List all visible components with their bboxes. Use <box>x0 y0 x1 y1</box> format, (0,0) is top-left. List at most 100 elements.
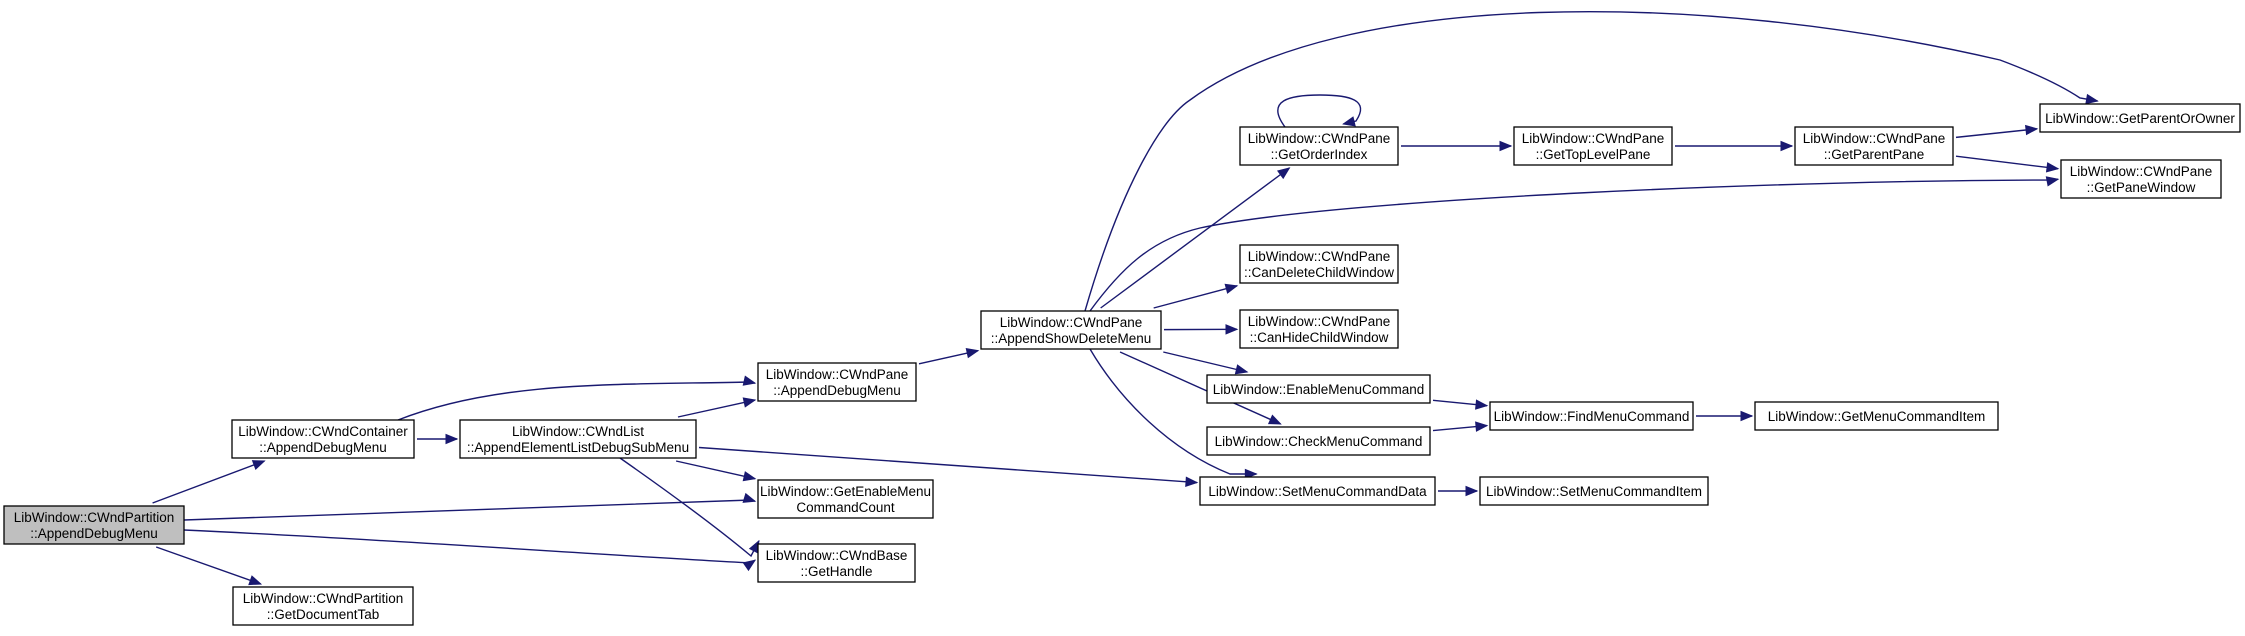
node-candelete[interactable]: LibWindow::CWndPane::CanDeleteChildWindo… <box>1239 244 1399 284</box>
node-label: ::AppendDebugMenu <box>30 526 158 541</box>
node-getparentowner[interactable]: LibWindow::GetParentOrOwner <box>2039 103 2241 133</box>
edge-root-to-getenable <box>183 492 757 521</box>
node-getparentpane[interactable]: LibWindow::CWndPane::GetParentPane <box>1794 126 1954 166</box>
node-label: ::CanHideChildWindow <box>1250 330 1389 345</box>
edge-showdelete-to-getorder <box>1100 167 1291 309</box>
node-label: ::AppendDebugMenu <box>259 440 387 455</box>
edge-line <box>1100 167 1290 309</box>
node-label: LibWindow::CWndPane <box>1522 131 1665 146</box>
edges-layer <box>152 10 2099 586</box>
edge-line <box>155 546 262 585</box>
arrowhead <box>1780 140 1794 152</box>
node-pane_append[interactable]: LibWindow::CWndPane::AppendDebugMenu <box>757 362 917 402</box>
edge-findcmd-to-getitem <box>1696 410 1754 422</box>
node-box <box>232 586 414 626</box>
edge-line <box>677 399 756 418</box>
node-label: ::GetParentPane <box>1824 147 1925 162</box>
node-box <box>757 543 916 583</box>
node-label: CommandCount <box>796 500 895 515</box>
arrowhead <box>2045 162 2060 173</box>
node-findcmd[interactable]: LibWindow::FindMenuCommand <box>1489 401 1694 431</box>
arrowhead <box>1224 283 1239 294</box>
node-showdelete[interactable]: LibWindow::CWndPane::AppendShowDeleteMen… <box>980 310 1162 350</box>
edge-pane_append-to-showdelete <box>918 348 980 365</box>
node-setdata[interactable]: LibWindow::SetMenuCommandData <box>1199 476 1436 506</box>
edge-checkcmd-to-findcmd <box>1432 421 1489 432</box>
node-label: ::AppendDebugMenu <box>773 383 901 398</box>
edge-line <box>1119 351 1281 425</box>
edge-line <box>183 499 756 521</box>
edge-getparentpane-to-getparentowner <box>1955 124 2039 139</box>
node-box <box>757 362 917 402</box>
node-gethandle[interactable]: LibWindow::CWndBase::GetHandle <box>757 543 916 583</box>
node-label: LibWindow::GetParentOrOwner <box>2045 111 2235 126</box>
node-label: LibWindow::GetMenuCommandItem <box>1768 409 1986 424</box>
arrowhead <box>742 471 757 482</box>
edge-showdelete-to-getparentowner <box>1084 10 2099 312</box>
edge-line <box>152 460 265 504</box>
node-list_append[interactable]: LibWindow::CWndList::AppendElementListDe… <box>459 419 697 459</box>
node-partition_gettab[interactable]: LibWindow::CWndPartition::GetDocumentTab <box>232 586 414 626</box>
edge-line <box>1163 351 1248 373</box>
arrowhead <box>1185 476 1199 487</box>
node-root[interactable]: LibWindow::CWndPartition::AppendDebugMen… <box>3 505 185 545</box>
node-label: LibWindow::CWndPartition <box>14 510 175 525</box>
node-getitem[interactable]: LibWindow::GetMenuCommandItem <box>1754 401 1999 431</box>
edge-line <box>1084 10 2098 312</box>
node-box <box>1239 126 1399 166</box>
node-label: ::GetPaneWindow <box>2087 180 2196 195</box>
node-box <box>3 505 185 545</box>
edge-container_append-to-list_append <box>417 433 459 445</box>
arrowhead <box>1465 485 1479 497</box>
edge-list_append-to-getenable <box>675 460 757 482</box>
arrowhead <box>742 559 757 572</box>
arrowhead <box>1342 116 1356 127</box>
node-label: LibWindow::CheckMenuCommand <box>1215 434 1423 449</box>
edge-showdelete-to-setdata <box>1089 348 1258 480</box>
edge-root-to-container_append <box>152 460 266 504</box>
arrowhead <box>2085 93 2099 105</box>
edge-list_append-to-setdata <box>698 446 1199 487</box>
arrowhead <box>1475 421 1489 432</box>
edge-line <box>1955 128 2038 139</box>
edge-container_append-to-pane_append <box>397 375 757 421</box>
node-label: LibWindow::CWndPane <box>1248 131 1391 146</box>
node-label: LibWindow::CWndPane <box>1803 131 1946 146</box>
node-container_append[interactable]: LibWindow::CWndContainer::AppendDebugMen… <box>231 419 415 459</box>
node-box <box>459 419 697 459</box>
edge-line <box>698 446 1198 484</box>
node-enablecmd[interactable]: LibWindow::EnableMenuCommand <box>1206 374 1431 404</box>
arrowhead <box>251 460 266 470</box>
node-label: ::GetDocumentTab <box>267 607 380 622</box>
arrowhead <box>248 575 263 586</box>
node-box <box>1239 244 1399 284</box>
edge-gettop-to-getparentpane <box>1675 140 1794 152</box>
node-gettop[interactable]: LibWindow::CWndPane::GetTopLevelPane <box>1513 126 1673 166</box>
edge-line <box>1089 178 2059 312</box>
arrowhead <box>1740 410 1754 422</box>
node-canhide[interactable]: LibWindow::CWndPane::CanHideChildWindow <box>1239 309 1399 349</box>
edge-showdelete-to-enablecmd <box>1163 351 1249 375</box>
edge-enablecmd-to-findcmd <box>1432 399 1489 410</box>
node-setitem[interactable]: LibWindow::SetMenuCommandItem <box>1479 476 1709 506</box>
node-box <box>1754 401 1999 431</box>
node-box <box>757 479 934 519</box>
node-getorder[interactable]: LibWindow::CWndPane::GetOrderIndex <box>1239 126 1399 166</box>
nodes-layer: LibWindow::CWndPartition::AppendDebugMen… <box>3 103 2241 626</box>
node-getpanewindow[interactable]: LibWindow::CWndPane::GetPaneWindow <box>2060 159 2222 199</box>
arrowhead <box>1276 167 1291 180</box>
node-checkcmd[interactable]: LibWindow::CheckMenuCommand <box>1206 426 1431 456</box>
edge-root-to-partition_gettab <box>155 546 263 586</box>
node-label: LibWindow::CWndPane <box>1248 314 1391 329</box>
node-box <box>2039 103 2241 133</box>
edge-line <box>1089 348 1257 475</box>
edge-showdelete-to-canhide <box>1163 324 1239 335</box>
node-box <box>231 419 415 459</box>
edge-line <box>675 460 756 480</box>
node-label: LibWindow::CWndPane <box>1248 249 1391 264</box>
node-box <box>2060 159 2222 199</box>
node-box <box>1239 309 1399 349</box>
arrowhead <box>1225 324 1239 335</box>
